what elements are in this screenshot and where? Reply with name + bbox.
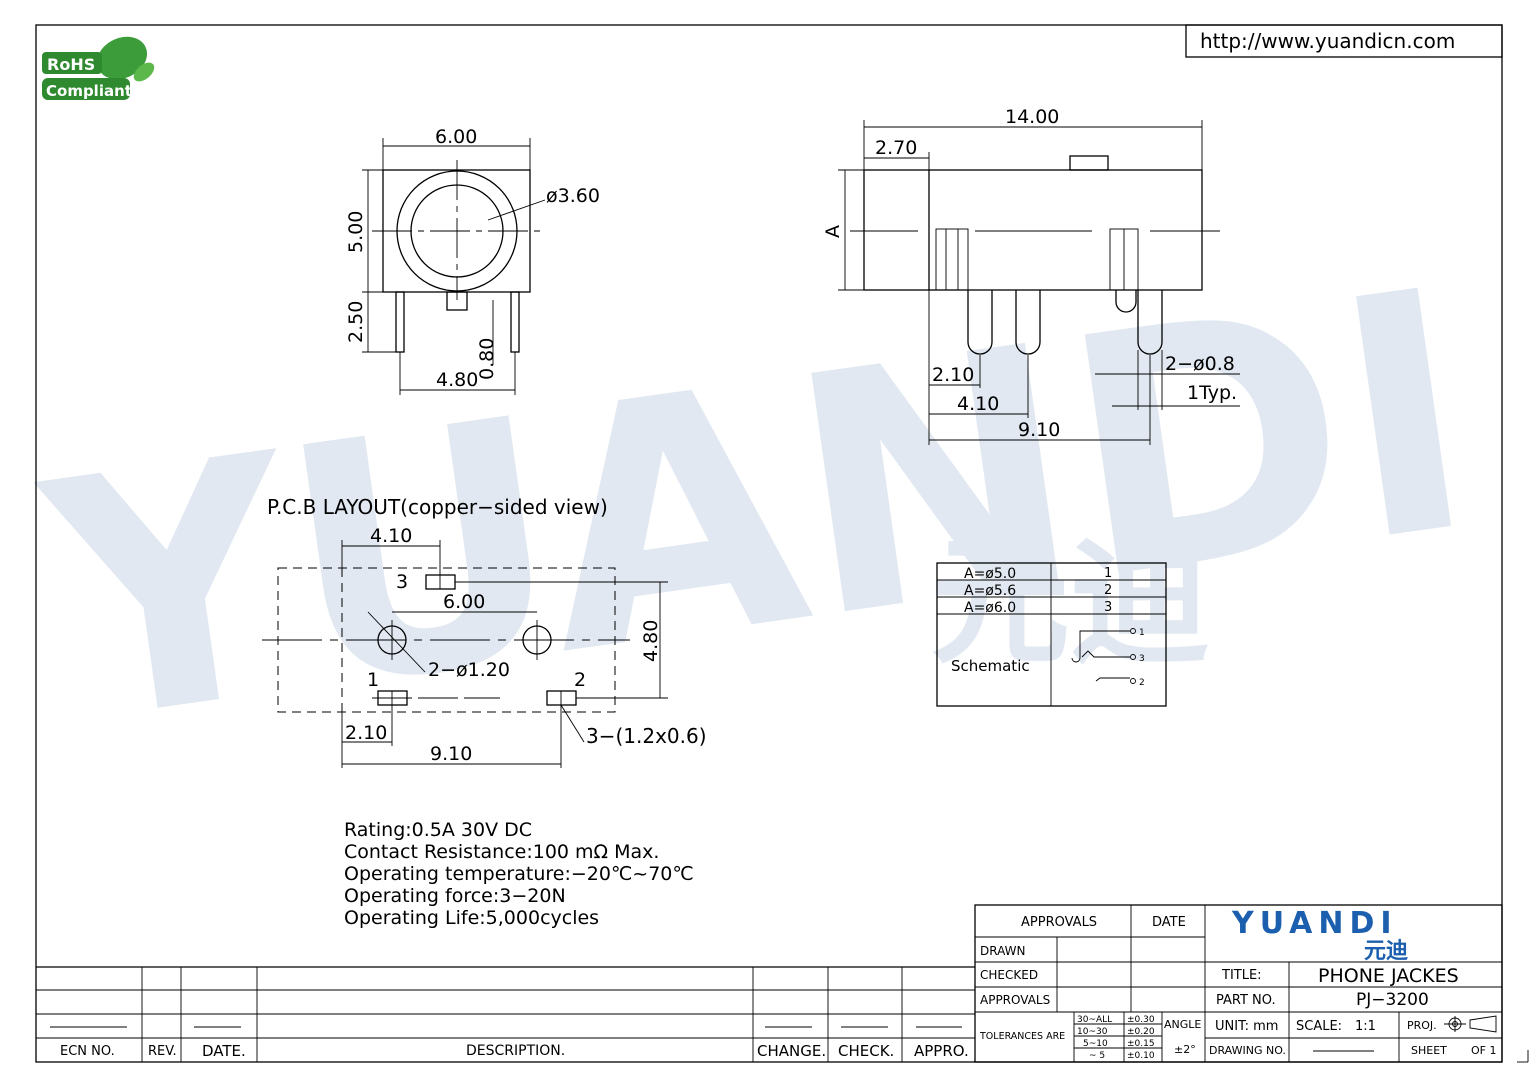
- angle-value: ±2°: [1174, 1043, 1196, 1056]
- svg-text:±0.30: ±0.30: [1127, 1015, 1155, 1025]
- brand-logo-text: YUANDI: [1231, 906, 1398, 941]
- dim-a: A: [822, 225, 844, 238]
- dim-pin-span: 4.80: [436, 369, 478, 391]
- svg-text:±0.20: ±0.20: [1127, 1027, 1155, 1037]
- revision-block: ECN NO. REV. DATE. DESCRIPTION. CHANGE. …: [36, 966, 975, 1062]
- brand-logo-cn: 元迪: [1364, 939, 1408, 964]
- dim-center-pin: 0.80: [476, 338, 498, 380]
- rev-header-ecn: ECN NO.: [60, 1044, 115, 1059]
- pcb-dim-holes: 6.00: [443, 591, 485, 613]
- title-value: PHONE JACKES: [1318, 965, 1459, 987]
- a-table: A=ø5.0 1 A=ø5.6 2 A=ø6.0 3 Schematic 1 3…: [936, 562, 1167, 707]
- rohs-logo: RoHS Compliant: [42, 36, 155, 100]
- date-header: DATE: [1152, 915, 1186, 930]
- rev-header-description: DESCRIPTION.: [466, 1043, 565, 1059]
- svg-text:±0.15: ±0.15: [1127, 1039, 1155, 1049]
- svg-text:5~10: 5~10: [1083, 1039, 1108, 1049]
- rev-header-date: DATE.: [202, 1042, 246, 1060]
- dim-pin-typ: 1Typ.: [1187, 382, 1237, 404]
- pcb-title: P.C.B LAYOUT(copper−sided view): [267, 495, 608, 519]
- a-row-1-n: 1: [1104, 566, 1112, 581]
- yuandi-logo: YUANDI 元迪: [1231, 906, 1408, 964]
- side-view: 14.00 2.70 A 2.10 4.10 9.10 2−ø0.8 1Typ.: [822, 106, 1240, 445]
- a-row-1: A=ø5.0: [964, 566, 1016, 582]
- sheet-label: SHEET: [1411, 1044, 1447, 1057]
- rohs-text: RoHS: [47, 55, 95, 74]
- dim-pin1: 2.10: [932, 364, 974, 386]
- dim-pin2: 4.10: [957, 393, 999, 415]
- title-block: APPROVALS DATE DRAWN CHECKED APPROVALS T…: [974, 904, 1503, 1063]
- svg-text:1: 1: [1139, 628, 1145, 638]
- pcb-dim-left: 2.10: [345, 722, 387, 744]
- svg-text:~ 5: ~ 5: [1089, 1051, 1105, 1061]
- rev-header-change: CHANGE.: [757, 1042, 826, 1060]
- a-row-2-n: 2: [1104, 583, 1112, 598]
- watermark-brand: YUANDI: [22, 219, 1492, 798]
- pcb-holes: 2−ø1.20: [428, 659, 510, 681]
- pcb-dim-height: 4.80: [640, 620, 662, 662]
- tolerances-label: TOLERANCES ARE: [979, 1031, 1065, 1042]
- dim-length: 14.00: [1005, 106, 1059, 128]
- approvals-label: APPROVALS: [980, 993, 1050, 1007]
- spec-rating: Rating:0.5A 30V DC: [344, 819, 532, 841]
- pad-label-1: 1: [367, 669, 379, 691]
- a-row-3-n: 3: [1104, 600, 1112, 615]
- projection-symbol: [1444, 1015, 1497, 1033]
- schematic-label: Schematic: [951, 657, 1030, 675]
- pcb-dim-top: 4.10: [370, 525, 412, 547]
- rev-header-appro: APPRO.: [914, 1042, 969, 1060]
- scale-label: SCALE:: [1296, 1019, 1342, 1034]
- rev-header-rev: REV.: [148, 1044, 177, 1059]
- a-row-3: A=ø6.0: [964, 600, 1016, 616]
- compliant-text: Compliant: [46, 82, 132, 100]
- url-text: http://www.yuandicn.com: [1200, 29, 1455, 53]
- spec-temperature: Operating temperature:−20℃~70℃: [344, 863, 694, 885]
- schematic-symbol: 1 3 2: [1071, 628, 1145, 688]
- svg-text:2: 2: [1139, 678, 1145, 688]
- proj-label: PROJ.: [1407, 1019, 1437, 1032]
- dim-width: 6.00: [435, 126, 477, 148]
- angle-label: ANGLE: [1164, 1018, 1201, 1031]
- watermark-brand-cn: 元迪: [930, 521, 1210, 684]
- title-label: TITLE:: [1221, 968, 1262, 983]
- spec-resistance: Contact Resistance:100 mΩ Max.: [344, 841, 659, 863]
- of-label: OF 1: [1471, 1044, 1496, 1057]
- svg-text:±0.10: ±0.10: [1127, 1051, 1155, 1061]
- dim-pin-dia: 2−ø0.8: [1165, 353, 1235, 375]
- checked-label: CHECKED: [980, 968, 1038, 982]
- url-box: http://www.yuandicn.com: [1185, 24, 1503, 58]
- pcb-layout: P.C.B LAYOUT(copper−sided view) 3 1 2 4.…: [262, 495, 707, 768]
- svg-text:3: 3: [1139, 654, 1145, 664]
- pcb-slots: 3−(1.2x0.6): [586, 724, 707, 748]
- rev-header-check: CHECK.: [838, 1042, 894, 1060]
- pad-label-2: 2: [574, 669, 586, 691]
- front-view: 6.00 ø3.60 5.00 2.50 4.80 0.80: [345, 126, 600, 395]
- unit-label: UNIT: mm: [1215, 1019, 1278, 1034]
- sheet-border: [35, 24, 1503, 1063]
- scale-value: 1:1: [1355, 1019, 1376, 1034]
- dim-pin3: 9.10: [1018, 419, 1060, 441]
- dim-height: 5.00: [345, 211, 367, 253]
- drawn-label: DRAWN: [980, 944, 1026, 958]
- part-value: PJ−3200: [1356, 990, 1429, 1010]
- svg-text:10~30: 10~30: [1077, 1027, 1108, 1037]
- spec-force: Operating force:3−20N: [344, 885, 566, 907]
- part-label: PART NO.: [1216, 993, 1276, 1008]
- pcb-dim-bottom: 9.10: [430, 743, 472, 765]
- dim-pin-length: 2.50: [345, 301, 367, 343]
- dim-hole: ø3.60: [546, 185, 600, 207]
- drawing-no-label: DRAWING NO.: [1209, 1044, 1286, 1057]
- spec-life: Operating Life:5,000cycles: [344, 907, 599, 929]
- svg-text:30~ALL: 30~ALL: [1077, 1015, 1112, 1025]
- a-row-2: A=ø5.6: [964, 583, 1016, 599]
- approvals-header: APPROVALS: [1021, 915, 1097, 930]
- dim-front: 2.70: [875, 137, 917, 159]
- specifications: Rating:0.5A 30V DC Contact Resistance:10…: [344, 819, 694, 929]
- pad-label-3: 3: [396, 571, 408, 593]
- yuandi-watermark: YUANDI 元迪: [22, 219, 1492, 798]
